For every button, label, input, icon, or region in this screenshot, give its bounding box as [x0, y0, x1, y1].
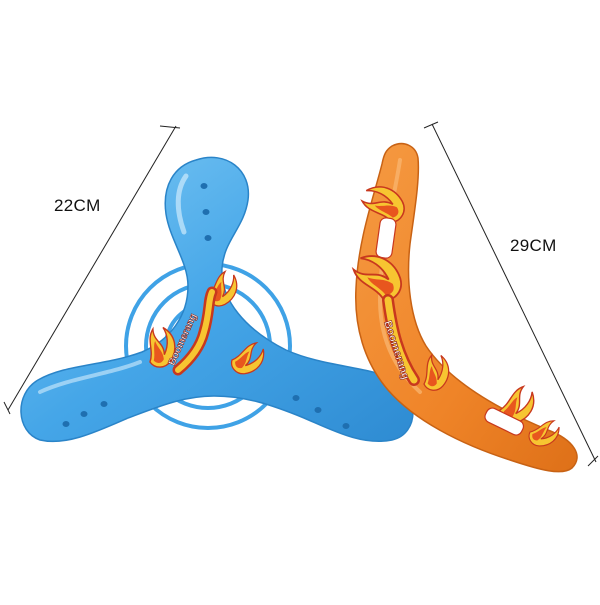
v-shaped-boomerang: Boomerang	[346, 142, 578, 473]
dimension-label-right: 29CM	[510, 236, 557, 255]
vent-holes	[62, 183, 350, 429]
v-boomerang-body	[355, 142, 578, 473]
measure-line-left	[3, 125, 181, 415]
measure-line-right	[423, 121, 599, 467]
dimension-label-left: 22CM	[54, 196, 101, 215]
tri-wing-boomerang: Boomerang	[20, 156, 414, 443]
v-boomerang-decal-bottom	[484, 381, 565, 454]
